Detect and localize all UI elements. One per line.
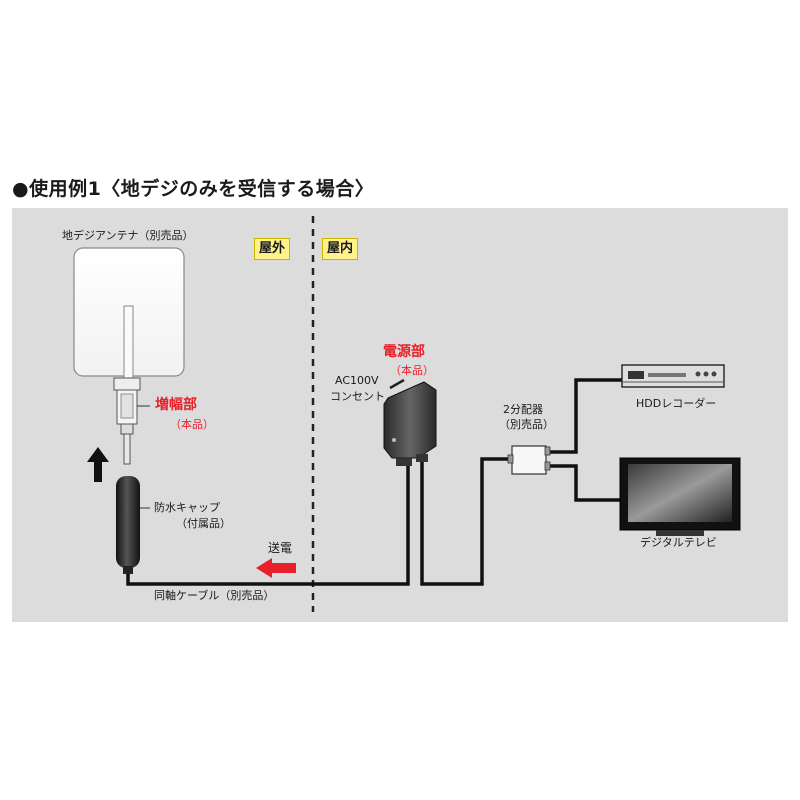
coax-cable-to-tv [546,464,620,502]
zone-indoor-badge: 屋内 [322,238,359,260]
splitter-sub-label: （別売品） [499,418,554,431]
hdd-recorder-icon [621,364,725,388]
power-unit-label: 電源部 [383,344,425,360]
zone-outdoor-badge: 屋外 [254,238,291,260]
amplifier-sub-label: （本品） [170,418,214,431]
coax-cable-to-hdd [546,378,622,454]
page-title: ●使用例1〈地デジのみを受信する場合〉 [12,178,375,200]
splitter-icon [507,445,551,475]
waterproof-cap-label: 防水キャップ [154,501,220,514]
power-unit-sub-label: （本品） [390,364,434,377]
digital-tv-icon [619,457,741,536]
antenna-icon [73,247,185,381]
ac100v-label: AC100V [335,374,379,387]
outlet-label: コンセント [330,390,385,403]
splitter-label: 2分配器 [503,403,543,416]
antenna-label: 地デジアンテナ（別売品） [62,229,194,242]
hdd-recorder-label: HDDレコーダー [636,397,717,410]
waterproof-cap-icon [116,476,150,574]
coax-cable-to-splitter [420,457,512,586]
digital-tv-label: デジタルテレビ [640,536,717,549]
waterproof-cap-sub-label: （付属品） [176,517,231,530]
amplifier-icon [113,377,150,465]
amplifier-label: 増幅部 [155,397,197,413]
power-unit-icon [383,378,437,466]
coax-cable-label: 同軸ケーブル（別売品） [154,589,275,602]
signal-up-arrow-icon [87,447,109,482]
power-feed-label: 送電 [268,541,293,555]
power-feed-arrow-icon [256,558,296,578]
